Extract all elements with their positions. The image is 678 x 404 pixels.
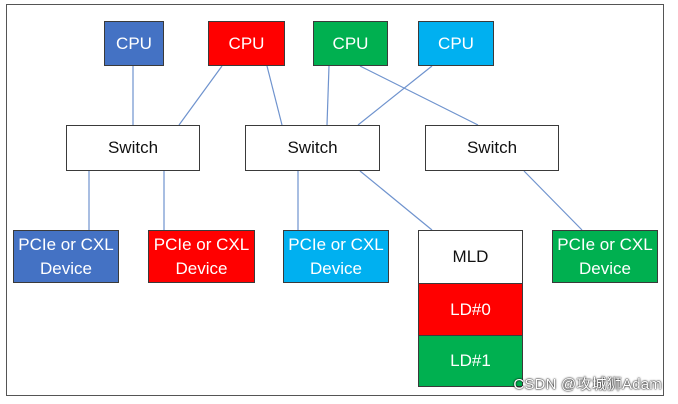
cpu-box-green: CPU [313, 21, 388, 66]
device-label: PCIe or CXL Device [288, 234, 384, 278]
device-box-cyan: PCIe or CXL Device [283, 230, 389, 283]
cpu-label: CPU [332, 33, 369, 53]
switch-label: Switch [107, 138, 159, 157]
cpu-label: CPU [438, 33, 474, 53]
device-box-green: PCIe or CXL Device [552, 230, 658, 283]
device-box-blue: PCIe or CXL Device [13, 230, 119, 283]
link-cpu3-switch3 [359, 65, 479, 126]
link-cpu4-switch2 [357, 65, 433, 126]
logical-device-0: LD#0 [418, 283, 523, 336]
cpu-box-red: CPU [208, 21, 285, 66]
device-box-red: PCIe or CXL Device [148, 230, 255, 283]
device-label: PCIe or CXL Device [153, 234, 250, 278]
switch-box-middle: Switch [245, 125, 380, 171]
cpu-label: CPU [116, 33, 152, 53]
cpu-box-blue: CPU [104, 21, 164, 66]
link-cpu3-switch2 [326, 65, 330, 126]
ld-label: LD#1 [450, 351, 491, 370]
diagram-frame [6, 4, 664, 396]
mld-box: MLD [418, 230, 523, 284]
mld-label: MLD [452, 247, 489, 266]
logical-device-1: LD#1 [418, 335, 523, 387]
switch-box-left: Switch [66, 125, 200, 171]
cpu-label: CPU [228, 33, 265, 53]
switch-label: Switch [287, 138, 338, 157]
switch-box-right: Switch [425, 125, 559, 171]
device-label: PCIe or CXL Device [557, 234, 653, 278]
ld-label: LD#0 [450, 299, 491, 319]
switch-label: Switch [466, 138, 518, 157]
link-cpu2-switch1 [178, 65, 223, 126]
watermark-text: CSDN @攻城狮Adam [513, 376, 662, 393]
device-label: PCIe or CXL Device [18, 234, 114, 278]
link-switch2-mld [359, 170, 433, 231]
link-switch3-dev5 [523, 170, 583, 231]
cpu-box-cyan: CPU [418, 21, 494, 66]
link-cpu2-switch2 [266, 65, 283, 126]
